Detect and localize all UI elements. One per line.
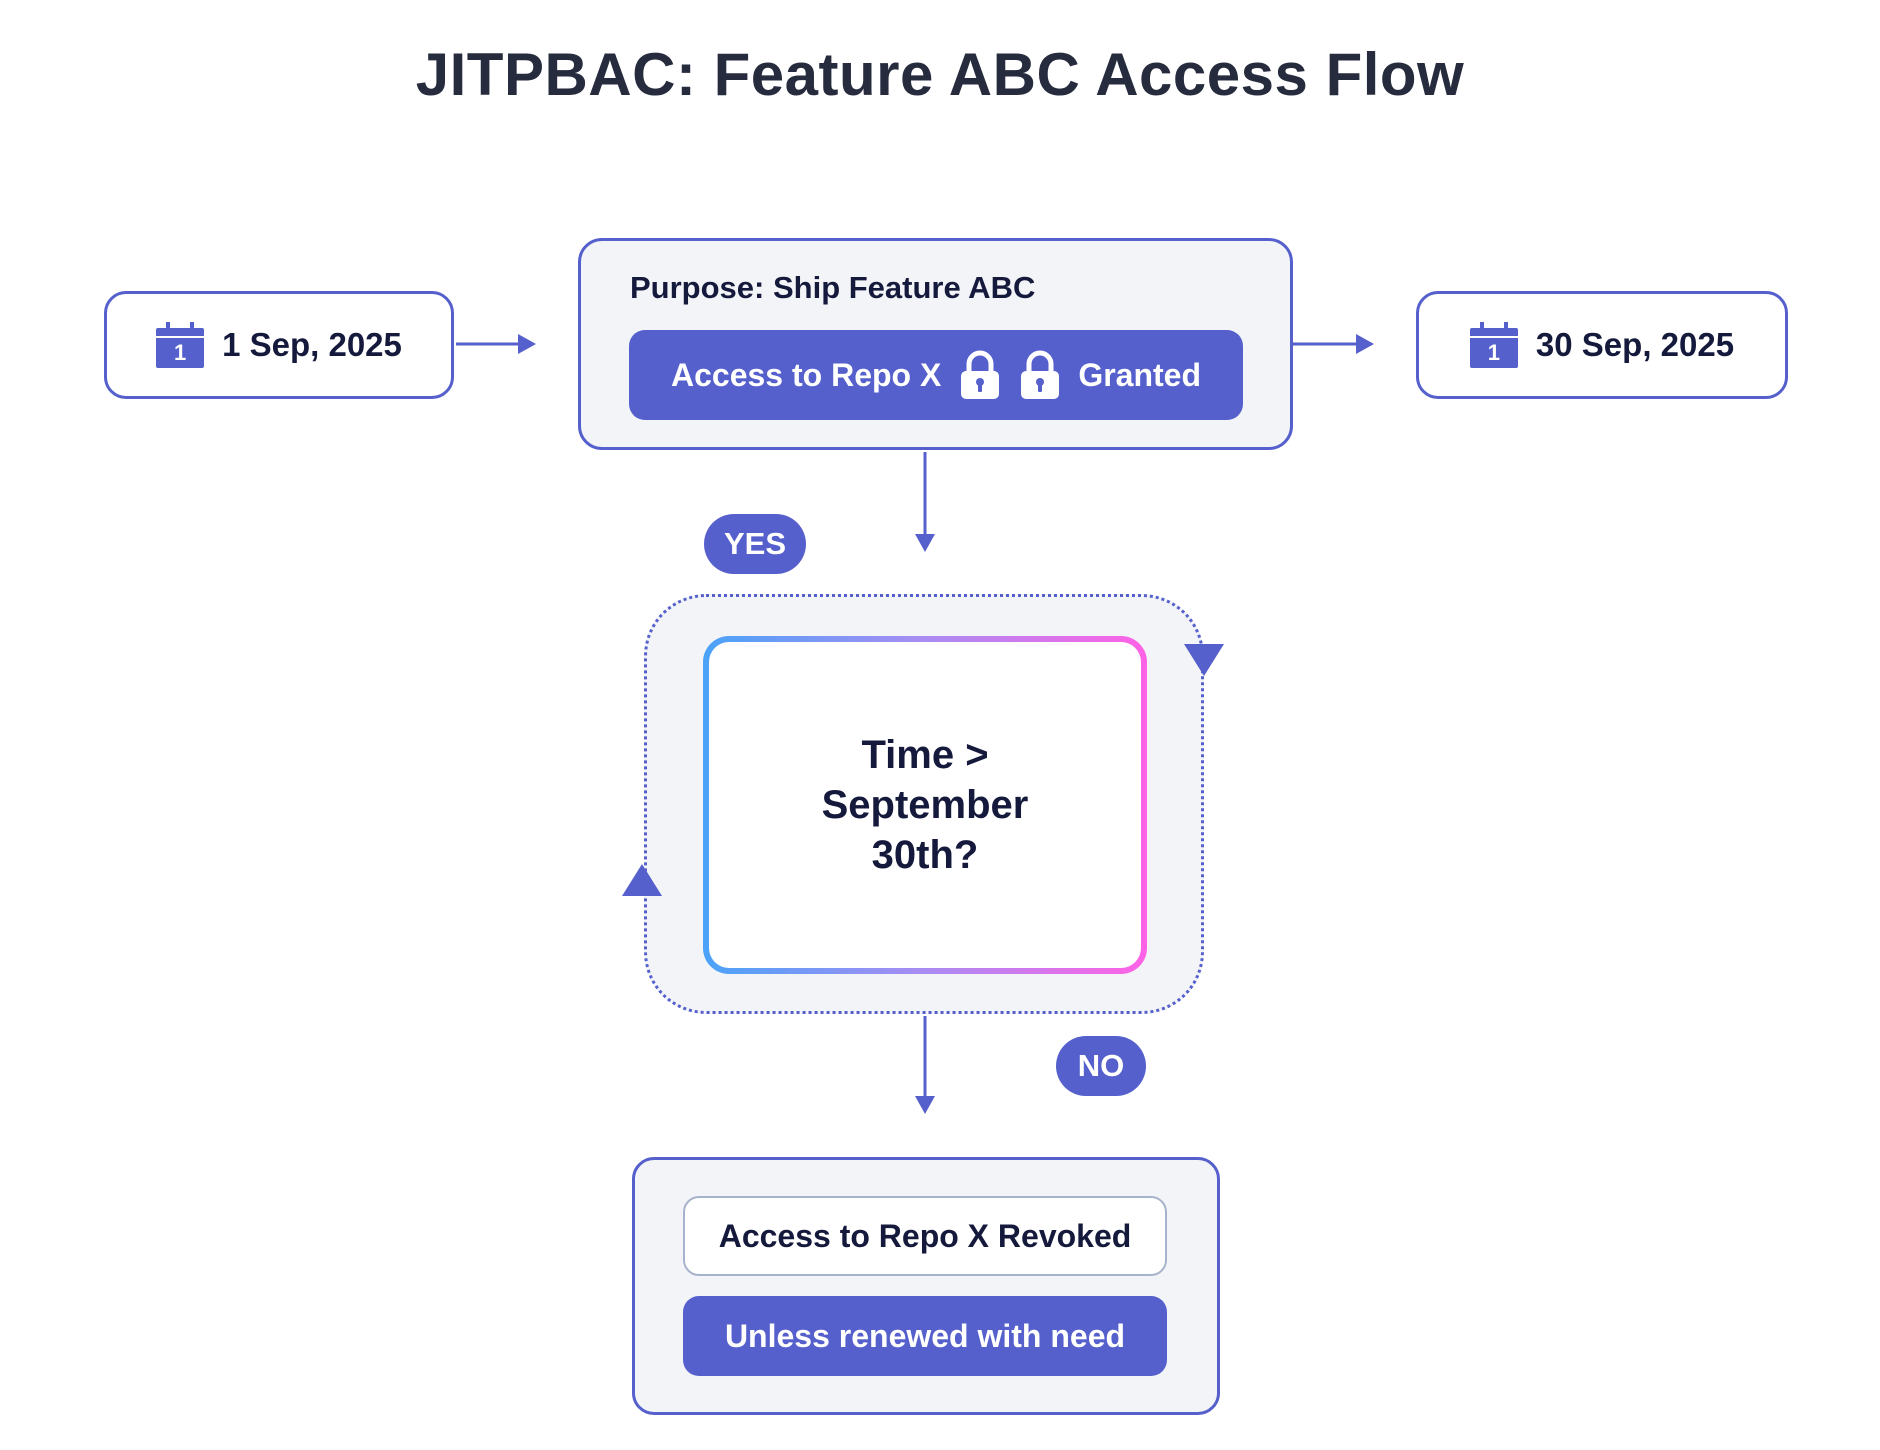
lock-icon	[1020, 350, 1059, 399]
purpose-label: Purpose: Ship Feature ABC	[630, 270, 1036, 305]
access-revoked-label: Access to Repo X Revoked	[683, 1196, 1167, 1276]
lock-icons	[958, 350, 1062, 400]
arrowhead-purpose-to-decision	[915, 534, 935, 552]
start-date-box: 1 1 Sep, 2025	[104, 291, 454, 399]
diagram-title: JITPBAC: Feature ABC Access Flow	[415, 41, 1465, 108]
decision-line-3: 30th?	[871, 833, 979, 877]
loop-arrow-up-icon	[622, 864, 662, 896]
arrowhead-decision-to-outcome	[915, 1096, 935, 1114]
renewal-note: Unless renewed with need	[683, 1296, 1167, 1376]
calendar-icon: 1	[156, 322, 205, 368]
decision-line-1: Time >	[861, 733, 989, 777]
granted-label: Granted	[1078, 356, 1201, 393]
decision-question: Time > September 30th?	[709, 642, 1141, 968]
access-granted-bar: Access to Repo X Granted	[629, 330, 1243, 420]
decision-node: Time > September 30th?	[703, 636, 1147, 974]
start-date-label: 1 Sep, 2025	[222, 326, 402, 363]
decision-line-2: September	[821, 783, 1029, 827]
loop-arrow-down-icon	[1184, 644, 1224, 676]
arrowhead-purpose-to-end	[1356, 334, 1374, 354]
access-label: Access to Repo X	[671, 356, 942, 393]
calendar-icon: 1	[1469, 322, 1518, 368]
end-date-box: 1 30 Sep, 2025	[1416, 291, 1788, 399]
yes-label: YES	[704, 514, 806, 574]
lock-icon	[960, 350, 999, 399]
arrowhead-start-to-purpose	[518, 334, 536, 354]
end-date-label: 30 Sep, 2025	[1535, 326, 1735, 363]
no-label: NO	[1056, 1036, 1146, 1096]
